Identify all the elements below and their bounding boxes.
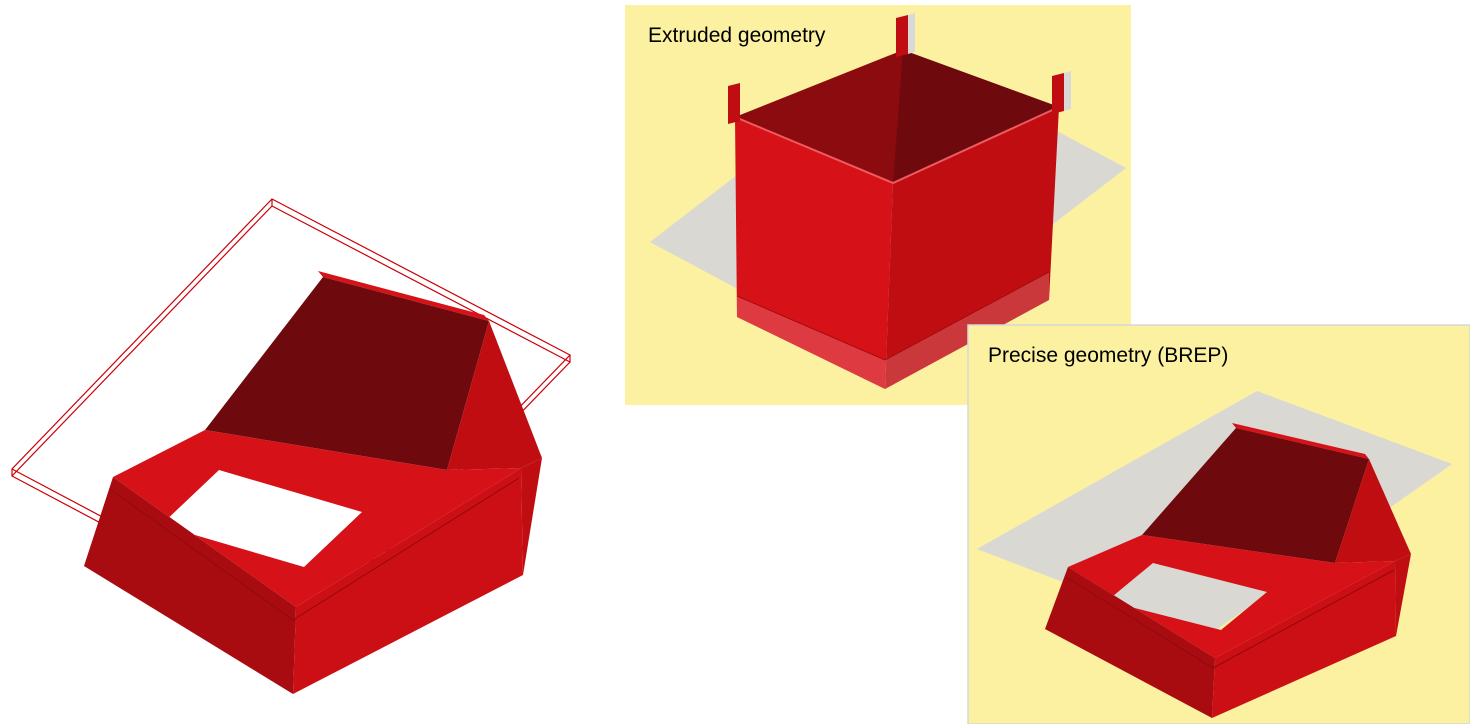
extruded-post-right-gray-side	[1064, 71, 1071, 111]
solid-wall-right-face	[447, 321, 542, 470]
brep-rim-thickness-line	[1065, 569, 1395, 669]
brep-wall-inner-face	[1142, 428, 1369, 563]
brep-base-right-face	[1395, 554, 1411, 636]
panel-extruded-label: Extruded geometry	[648, 24, 826, 47]
brep-rim-top-face	[1068, 535, 1395, 658]
extruded-plane-crease-line	[736, 271, 1050, 361]
extruded-front-right-face	[885, 107, 1059, 389]
solid-skirt-left-face	[84, 477, 296, 694]
brep-wall-right-face	[1335, 459, 1411, 563]
solid-rim-top-face	[113, 430, 521, 607]
extruded-post-back	[896, 15, 908, 57]
extruded-plane-band-right	[885, 272, 1049, 389]
extruded-plane-band-left	[737, 296, 885, 389]
panel-brep: Precise geometry (BREP)	[967, 324, 1470, 724]
extruded-top-rim-edge	[734, 106, 1060, 185]
panel-brep-label: Precise geometry (BREP)	[988, 344, 1228, 367]
extruded-front-left-face	[735, 117, 893, 389]
extruded-interior-dark-face	[893, 50, 1059, 183]
brep-wall-top-edge	[1232, 423, 1369, 459]
panel-extruded: Extruded geometry	[625, 5, 1131, 405]
extruded-post-back-gray-side	[908, 13, 915, 54]
solid-base-right-face	[521, 458, 542, 575]
solid-wall-inner-face	[205, 277, 489, 470]
extruded-post-right	[1052, 73, 1064, 114]
solid-rim-thickness-line	[109, 477, 520, 621]
brep-skirt-left-face	[1045, 567, 1215, 718]
input-geometry-figure	[11, 198, 571, 694]
solid-skirt-right-face	[293, 468, 523, 694]
solid-wall-top-edge	[318, 271, 489, 321]
extruded-post-left	[728, 83, 740, 124]
brep-skirt-right-face	[1212, 561, 1396, 718]
